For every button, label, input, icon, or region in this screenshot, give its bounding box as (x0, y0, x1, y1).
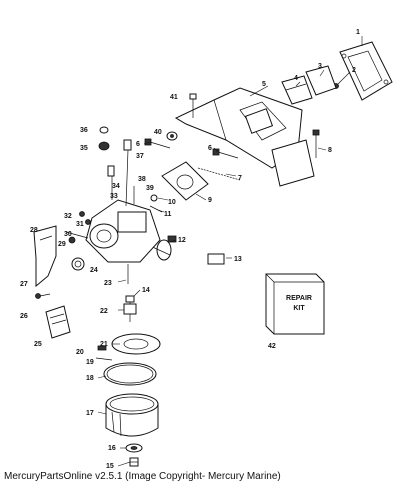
part-3-retainer (305, 65, 337, 96)
callout-13: 13 (234, 256, 242, 263)
part-19-20-pin-spring (95, 345, 113, 361)
callout-9: 9 (208, 197, 212, 204)
leader-lines (97, 36, 363, 467)
callout-17: 17 (86, 410, 94, 417)
callout-11: 11 (164, 211, 172, 218)
part-8-screw (312, 129, 320, 158)
callout-28: 28 (30, 227, 38, 234)
callout-37: 37 (136, 153, 144, 160)
part-26-27-screws (35, 293, 51, 299)
part-41-bolt (189, 93, 197, 118)
callout-10: 10 (168, 199, 176, 206)
copyright-caption: MercuryPartsOnline v2.5.1 (Image Copyrig… (4, 471, 281, 482)
part-4-reed (281, 75, 313, 105)
callout-25: 25 (34, 341, 42, 348)
part-35-cap (98, 141, 110, 151)
callout-21: 21 (100, 341, 108, 348)
callout-38: 38 (138, 176, 146, 183)
callout-36: 36 (80, 127, 88, 134)
part-25-decal (45, 305, 71, 339)
callout-2: 2 (352, 67, 356, 74)
callout-32: 32 (64, 213, 72, 220)
part-7-stud (197, 167, 241, 181)
callout-5: 5 (262, 81, 266, 88)
repair-kit-text-1: REPAIR (286, 295, 312, 302)
part-29-30-parts (65, 231, 89, 244)
callout-42: 42 (268, 343, 276, 350)
part-17-float-bowl (105, 393, 159, 437)
part-31-32-screws (79, 211, 91, 225)
callout-15: 15 (106, 463, 114, 468)
callout-18: 18 (86, 375, 94, 382)
callout-39: 39 (146, 185, 154, 192)
callout-30: 30 (64, 231, 72, 238)
callout-4: 4 (294, 75, 298, 82)
part-9-gasket (161, 161, 209, 201)
part-42-repair-kit: REPAIR KIT (265, 273, 325, 335)
part-6-screw-upper (144, 138, 171, 149)
carburetor-body (85, 139, 161, 263)
part-12-knob (147, 235, 177, 261)
callout-33: 33 (110, 193, 118, 200)
callout-6b: 6 (208, 145, 212, 152)
part-24-cap (71, 257, 85, 271)
callout-26: 26 (20, 313, 28, 320)
callout-24: 24 (90, 267, 98, 274)
part-13-decal (207, 253, 225, 265)
callout-40: 40 (154, 129, 162, 136)
callout-16: 16 (108, 445, 116, 452)
callout-35: 35 (80, 145, 88, 152)
callout-23: 23 (104, 280, 112, 287)
callout-19: 19 (86, 359, 94, 366)
callout-1: 1 (356, 29, 360, 36)
callout-8: 8 (328, 147, 332, 154)
callout-6a: 6 (136, 141, 140, 148)
callout-27: 27 (20, 281, 28, 288)
part-22-nozzle (123, 303, 137, 315)
callout-31: 31 (76, 221, 84, 228)
part-18-gasket-ring (103, 362, 157, 386)
part-1-gasket (339, 41, 393, 101)
exploded-parts-diagram: REPAIR KIT 1 2 3 4 5 6 6 7 8 (20, 29, 393, 468)
part-15-bolt (129, 457, 139, 467)
part-21-float (111, 333, 161, 355)
callout-20: 20 (76, 349, 84, 356)
callout-3: 3 (318, 63, 322, 70)
part-16-washer (125, 443, 143, 453)
part-10-11-shaft-parts (149, 194, 163, 213)
callout-12: 12 (178, 237, 186, 244)
callout-labels: 1 2 3 4 5 6 6 7 8 9 10 11 12 13 14 15 16… (20, 29, 360, 468)
callout-34: 34 (112, 183, 120, 190)
callout-22: 22 (100, 308, 108, 315)
part-40-washer (166, 131, 178, 141)
part-5-reed-block (174, 87, 315, 187)
callout-14: 14 (142, 287, 150, 294)
part-28-bracket (33, 225, 57, 288)
part-6-screw-lower (212, 148, 239, 159)
callout-41: 41 (170, 94, 178, 101)
callout-7: 7 (238, 175, 242, 182)
part-36-washer (99, 126, 109, 134)
repair-kit-text-2: KIT (293, 305, 305, 312)
callout-29: 29 (58, 241, 66, 248)
